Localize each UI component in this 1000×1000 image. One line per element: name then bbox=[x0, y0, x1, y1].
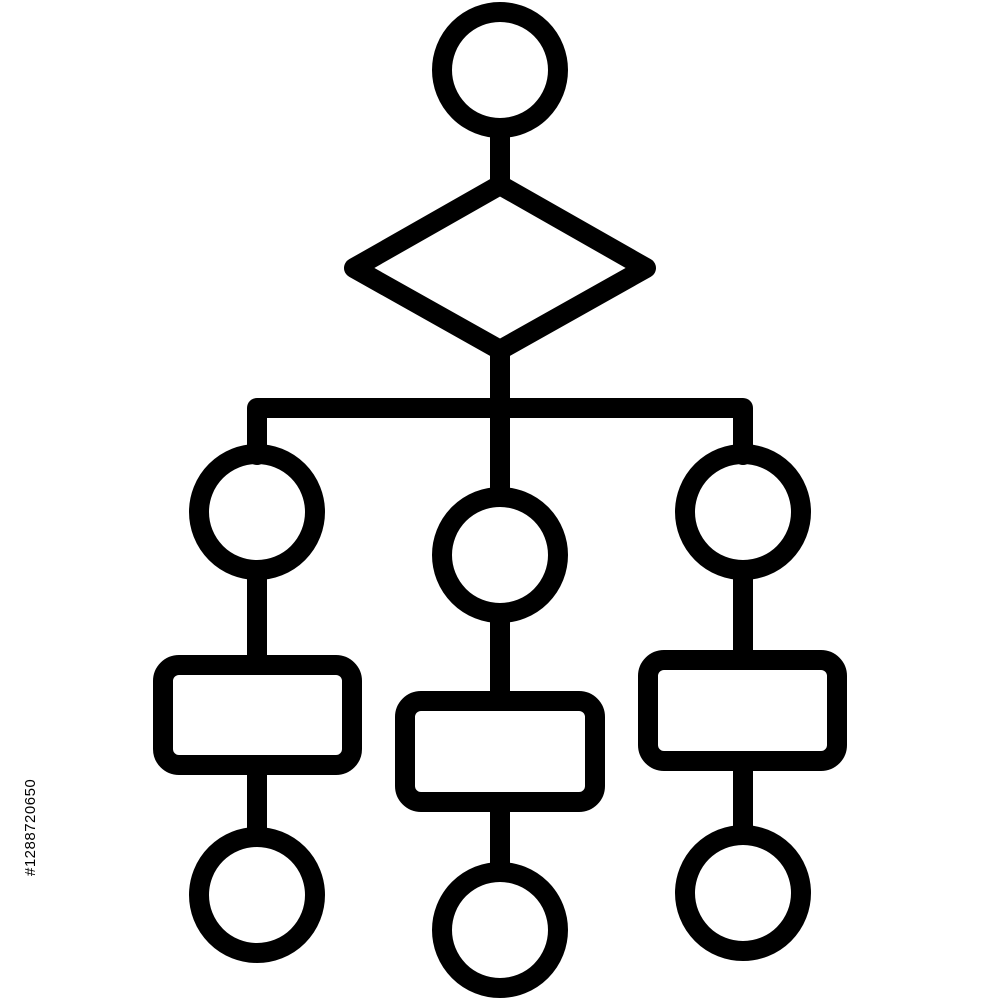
center-mid-node bbox=[395, 691, 605, 812]
right-bottom-node bbox=[675, 825, 811, 961]
left-mid-node bbox=[153, 655, 362, 775]
right-top-node bbox=[675, 444, 811, 580]
watermark-id-text: #1288720650 bbox=[22, 778, 39, 876]
root-node bbox=[432, 2, 568, 138]
right-mid-node bbox=[638, 650, 847, 771]
center-top-node bbox=[432, 487, 568, 623]
decision-node bbox=[344, 175, 656, 360]
left-top-node bbox=[189, 444, 325, 580]
left-bottom-node bbox=[189, 827, 325, 963]
center-bottom-node bbox=[432, 862, 568, 998]
